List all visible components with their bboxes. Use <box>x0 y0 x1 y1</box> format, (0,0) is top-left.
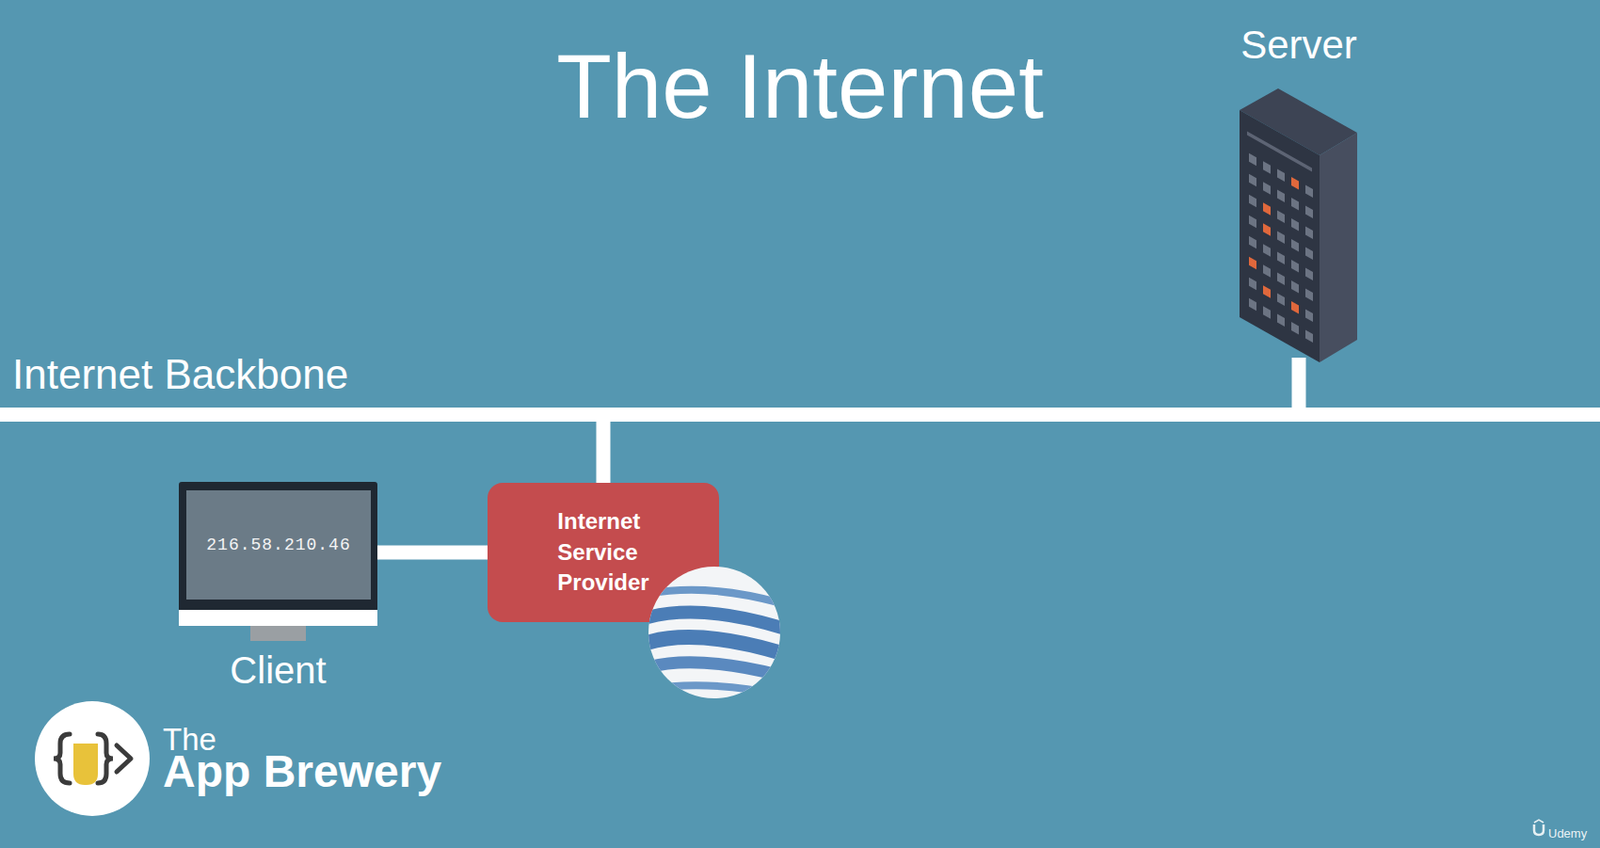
server-illustration <box>1239 88 1358 363</box>
server-light <box>1291 176 1299 191</box>
backbone-label: Internet Backbone <box>12 353 349 396</box>
server-panel <box>1247 131 1313 344</box>
diagram-title: The Internet <box>556 41 1044 132</box>
server-light <box>1305 185 1313 199</box>
title-holder: The Internet <box>0 41 1600 132</box>
server-light <box>1305 226 1313 240</box>
server-light <box>1291 259 1299 273</box>
server-light <box>1305 206 1313 220</box>
label-holder: App Brewery <box>162 749 442 795</box>
logo-chevron <box>116 745 131 772</box>
label-holder: Udemy <box>1548 824 1587 842</box>
server-light <box>1277 252 1285 266</box>
server-light <box>1263 202 1271 216</box>
client-computer: 216.58.210.46Client <box>178 481 378 628</box>
monitor-stand <box>250 625 306 641</box>
server-light <box>1291 301 1299 315</box>
server-front-face <box>1239 110 1320 363</box>
logo-disc <box>34 701 150 816</box>
logo-brace <box>97 734 113 784</box>
server-light <box>1263 285 1271 299</box>
server-light <box>1248 236 1257 250</box>
server-light <box>1277 190 1285 204</box>
server-side-face <box>1319 132 1358 363</box>
server-light <box>1248 298 1257 312</box>
server-label: Server <box>1223 25 1375 65</box>
server-light <box>1305 247 1313 261</box>
server-light <box>1277 210 1285 224</box>
network-link <box>596 421 611 483</box>
server-light <box>1263 181 1271 195</box>
server-light <box>1305 268 1313 282</box>
server-light <box>1263 264 1271 278</box>
isp-label: Internet Service Provider <box>557 506 649 599</box>
server-light <box>1305 330 1313 344</box>
monitor-chin <box>178 609 378 626</box>
globe-stripe <box>643 590 785 605</box>
provider-globe <box>648 566 781 699</box>
brand-name: App Brewery <box>162 749 442 795</box>
watermark-glyph <box>1534 819 1544 823</box>
network-link <box>1292 357 1307 408</box>
ip-address: 216.58.210.46 <box>186 490 371 600</box>
server-light <box>1277 272 1285 287</box>
server-light <box>1277 314 1285 328</box>
monitor-illustration <box>178 481 378 642</box>
globe-stripe <box>643 685 785 696</box>
server-light <box>1291 197 1299 211</box>
isp-box: Internet Service Provider <box>487 482 720 623</box>
server-light <box>1305 288 1313 303</box>
globe-stripe <box>643 662 785 677</box>
server-slot <box>1247 131 1312 173</box>
server-light <box>1277 293 1285 307</box>
server-light <box>1305 309 1313 323</box>
server-light <box>1263 223 1271 237</box>
server-node: Server <box>1223 25 1375 358</box>
server-light <box>1248 277 1257 291</box>
watermark-icon <box>1534 819 1544 835</box>
server-light <box>1291 280 1299 294</box>
server-light <box>1291 239 1299 253</box>
server-light <box>1263 243 1271 257</box>
server-light <box>1248 153 1257 167</box>
watermark-glyph <box>1534 824 1544 835</box>
network-link <box>377 545 488 560</box>
client-label: Client <box>178 651 378 689</box>
server-light <box>1277 231 1285 245</box>
server-light <box>1277 169 1285 183</box>
server-light <box>1263 160 1271 175</box>
watermark: Udemy <box>1548 827 1587 840</box>
globe-stripe <box>643 637 785 655</box>
globe-stripe <box>643 612 785 629</box>
monitor-screen <box>186 490 371 600</box>
server-light <box>1248 215 1257 229</box>
brand-logo <box>34 701 150 816</box>
server-light <box>1291 218 1299 232</box>
server-light <box>1248 194 1257 208</box>
server-light <box>1263 305 1271 320</box>
logo-brace <box>53 734 70 784</box>
server-light <box>1248 174 1257 188</box>
logo-mug <box>73 743 98 785</box>
server-light <box>1291 321 1299 336</box>
server-light <box>1248 256 1257 271</box>
monitor-frame <box>178 481 378 612</box>
backbone-band: Internet Backbone <box>0 407 1600 422</box>
